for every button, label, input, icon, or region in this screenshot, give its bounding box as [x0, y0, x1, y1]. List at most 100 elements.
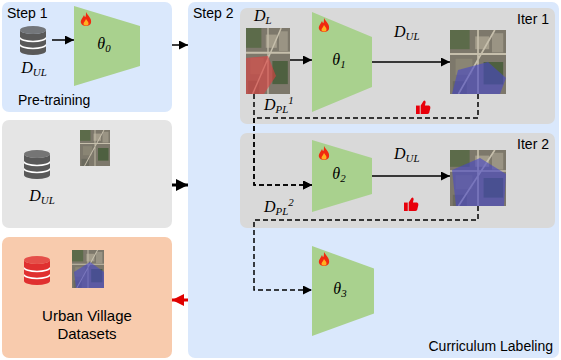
output-panel: Urban Village Datasets	[2, 237, 172, 358]
math-symbol: θ	[97, 35, 105, 52]
math-symbol: D	[264, 198, 276, 215]
node-label-holder: DL	[254, 8, 272, 25]
flame-icon	[81, 12, 91, 26]
node-label: DL	[254, 8, 272, 25]
satellite-image	[450, 150, 506, 206]
step-panel: Step 2Curriculum LabelingIter 1DLθ1DULIt…	[188, 2, 559, 358]
node-label-holder: θ1	[312, 52, 366, 69]
arrow	[172, 184, 188, 187]
panel-label-holder: Step 2	[193, 5, 233, 21]
node-label-holder: DUL	[394, 146, 419, 163]
edge-label: DPL2	[264, 199, 294, 216]
image-node: DUL	[450, 30, 506, 94]
node-label: θ0	[74, 36, 134, 53]
trapezoid-outline	[74, 6, 140, 86]
node-label: DUL	[16, 60, 52, 77]
arrow	[172, 44, 188, 46]
subscript: UL	[33, 66, 47, 78]
panel-label-holder: Step 1	[7, 5, 47, 21]
subscript: 2	[340, 172, 345, 184]
math-symbol: D	[29, 187, 41, 204]
flame-icon	[319, 146, 329, 160]
panel-label-holder: Curriculum Labeling	[428, 338, 553, 354]
panel-label: Iter 1	[517, 11, 549, 27]
satellite-image	[72, 250, 104, 288]
data-panel: DUL	[2, 120, 172, 228]
database-icon	[20, 26, 46, 55]
math-symbol: θ	[332, 51, 340, 68]
satellite-image	[246, 28, 290, 94]
label-overlay	[452, 158, 506, 206]
flame-icon	[319, 252, 329, 266]
thumbs-up-icon	[416, 100, 430, 114]
edge-label-holder: DPL1	[264, 97, 294, 114]
flame-icon	[321, 25, 326, 32]
panel-fill	[2, 120, 172, 228]
label-overlay	[452, 62, 506, 94]
panel-label-holder: Iter 1	[517, 11, 549, 27]
panel-label: DUL	[22, 188, 62, 205]
arrow	[372, 175, 450, 177]
database-icon	[24, 256, 50, 285]
step-panel: Step 1 Pre-training DUL θ0	[2, 2, 172, 112]
flame-icon	[319, 18, 329, 32]
subscript: L	[266, 14, 272, 26]
panel-label: Pre-training	[18, 92, 90, 108]
panel-label-holder: Iter 2	[517, 136, 549, 152]
math-symbol: D	[394, 145, 406, 162]
model-trapezoid: θ3	[312, 246, 374, 336]
math-symbol: D	[21, 59, 33, 76]
node-label-holder: DUL	[16, 60, 52, 77]
node-label: DUL	[394, 146, 419, 163]
node-label: θ1	[312, 52, 366, 69]
edge-label: DPL1	[264, 97, 294, 114]
label-overlay	[74, 262, 104, 288]
panel-label: Step 1	[7, 5, 47, 21]
database-icon	[24, 150, 50, 179]
label-overlay	[246, 56, 276, 94]
trapezoid-outline	[312, 246, 374, 336]
math-symbol: D	[264, 96, 276, 113]
panel-label: Step 2	[193, 5, 233, 21]
subscript: PL	[276, 205, 289, 217]
arrow	[172, 299, 188, 302]
node-label: θ2	[312, 166, 366, 183]
panel-label-holder: Urban Village Datasets	[20, 307, 154, 343]
model-trapezoid: θ1	[312, 12, 372, 112]
flame-icon	[83, 19, 88, 26]
trapezoid-outline	[312, 12, 372, 112]
subscript: UL	[41, 194, 55, 206]
math-symbol: D	[394, 23, 406, 40]
dashed-arrow	[254, 94, 312, 185]
satellite-image	[80, 130, 110, 166]
math-symbol: θ	[332, 165, 340, 182]
panel-fill	[2, 237, 172, 358]
panel-label: Urban Village Datasets	[20, 307, 154, 343]
model-trapezoid: θ2	[312, 140, 372, 212]
image-node: DL	[246, 28, 290, 94]
subscript: UL	[406, 152, 420, 164]
subscript: 0	[105, 42, 110, 54]
subscript: 3	[341, 287, 346, 299]
arrow	[290, 59, 312, 61]
satellite-image	[450, 30, 506, 94]
panel-label-holder: Pre-training	[18, 92, 90, 108]
panel-fill	[188, 2, 559, 358]
flame-icon	[321, 259, 326, 266]
arrow	[52, 39, 74, 41]
trapezoid-outline	[312, 140, 372, 212]
flame-icon	[321, 153, 326, 160]
arrow	[372, 61, 450, 63]
image-node: DUL	[450, 150, 506, 206]
node-label: θ3	[312, 281, 368, 298]
node-label-holder: θ0	[74, 36, 134, 53]
node-label-holder: DUL	[394, 24, 419, 41]
database-node: DUL	[16, 24, 52, 80]
panel-fill	[2, 2, 172, 112]
model-trapezoid: θ0	[74, 6, 140, 86]
superscript: 1	[288, 94, 293, 106]
panel-fill	[240, 133, 555, 228]
panel-fill	[240, 8, 555, 124]
